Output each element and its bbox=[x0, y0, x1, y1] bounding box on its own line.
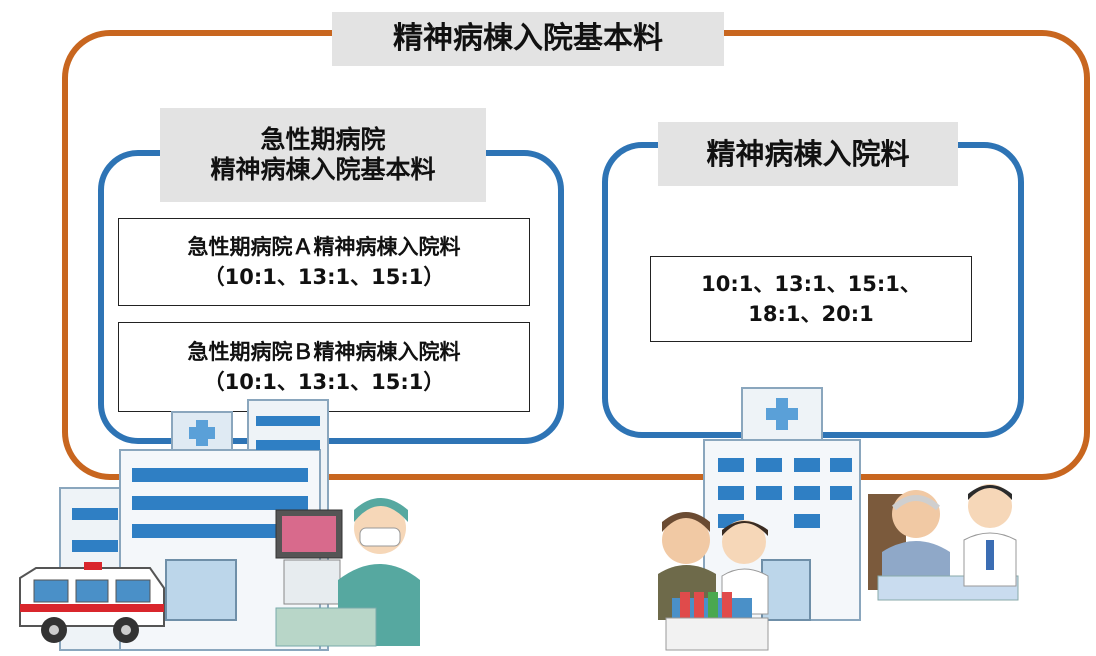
fee-ratios: （10:1、13:1、15:1） bbox=[203, 265, 445, 289]
acute-hospital-title-line1: 急性期病院 bbox=[260, 125, 386, 154]
main-title: 精神病棟入院基本料 bbox=[332, 12, 724, 66]
fee-box-psychiatric-ward: 10:1、13:1、15:1、 18:1、20:1 bbox=[650, 256, 972, 342]
psychiatric-ward-group-title: 精神病棟入院料 bbox=[658, 122, 958, 186]
fee-box-acute-a: 急性期病院Ａ精神病棟入院料 （10:1、13:1、15:1） bbox=[118, 218, 530, 306]
acute-hospital-group-title: 急性期病院 精神病棟入院基本料 bbox=[160, 108, 486, 202]
fee-name: 急性期病院Ａ精神病棟入院料 bbox=[187, 234, 461, 259]
fee-box-acute-b: 急性期病院Ｂ精神病棟入院料 （10:1、13:1、15:1） bbox=[118, 322, 530, 412]
ratios-line2: 18:1、20:1 bbox=[748, 302, 874, 326]
fee-name: 急性期病院Ｂ精神病棟入院料 bbox=[187, 339, 461, 364]
ratios-line1: 10:1、13:1、15:1、 bbox=[701, 271, 921, 296]
acute-hospital-title-line2: 精神病棟入院基本料 bbox=[210, 155, 436, 184]
fee-ratios: （10:1、13:1、15:1） bbox=[203, 370, 445, 394]
